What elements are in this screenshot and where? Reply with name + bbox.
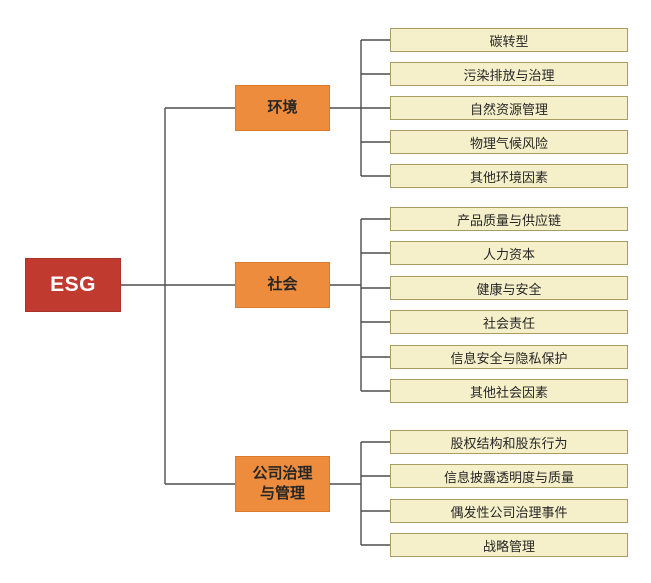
leaf-node-disclosure-transparency-quality: 信息披露透明度与质量 — [390, 464, 628, 488]
leaf-node-other-social: 其他社会因素 — [390, 379, 628, 403]
root-node-esg: ESG — [25, 258, 121, 312]
leaf-node-health-safety: 健康与安全 — [390, 276, 628, 300]
branch-node-social: 社会 — [235, 262, 330, 308]
leaf-node-natural-resources: 自然资源管理 — [390, 96, 628, 120]
leaf-node-human-capital: 人力资本 — [390, 241, 628, 265]
leaf-node-ownership-shareholder-behavior: 股权结构和股东行为 — [390, 430, 628, 454]
leaf-node-physical-climate-risk: 物理气候风险 — [390, 130, 628, 154]
leaf-node-social-responsibility: 社会责任 — [390, 310, 628, 334]
leaf-node-strategic-management: 战略管理 — [390, 533, 628, 557]
branch-node-governance: 公司治理 与管理 — [235, 456, 330, 512]
leaf-node-pollution-control: 污染排放与治理 — [390, 62, 628, 86]
leaf-node-incidental-governance-events: 偶发性公司治理事件 — [390, 499, 628, 523]
leaf-node-other-environment: 其他环境因素 — [390, 164, 628, 188]
leaf-node-carbon-transition: 碳转型 — [390, 28, 628, 52]
leaf-node-infosec-privacy: 信息安全与隐私保护 — [390, 345, 628, 369]
leaf-node-product-quality-supply-chain: 产品质量与供应链 — [390, 207, 628, 231]
branch-node-environment: 环境 — [235, 85, 330, 131]
